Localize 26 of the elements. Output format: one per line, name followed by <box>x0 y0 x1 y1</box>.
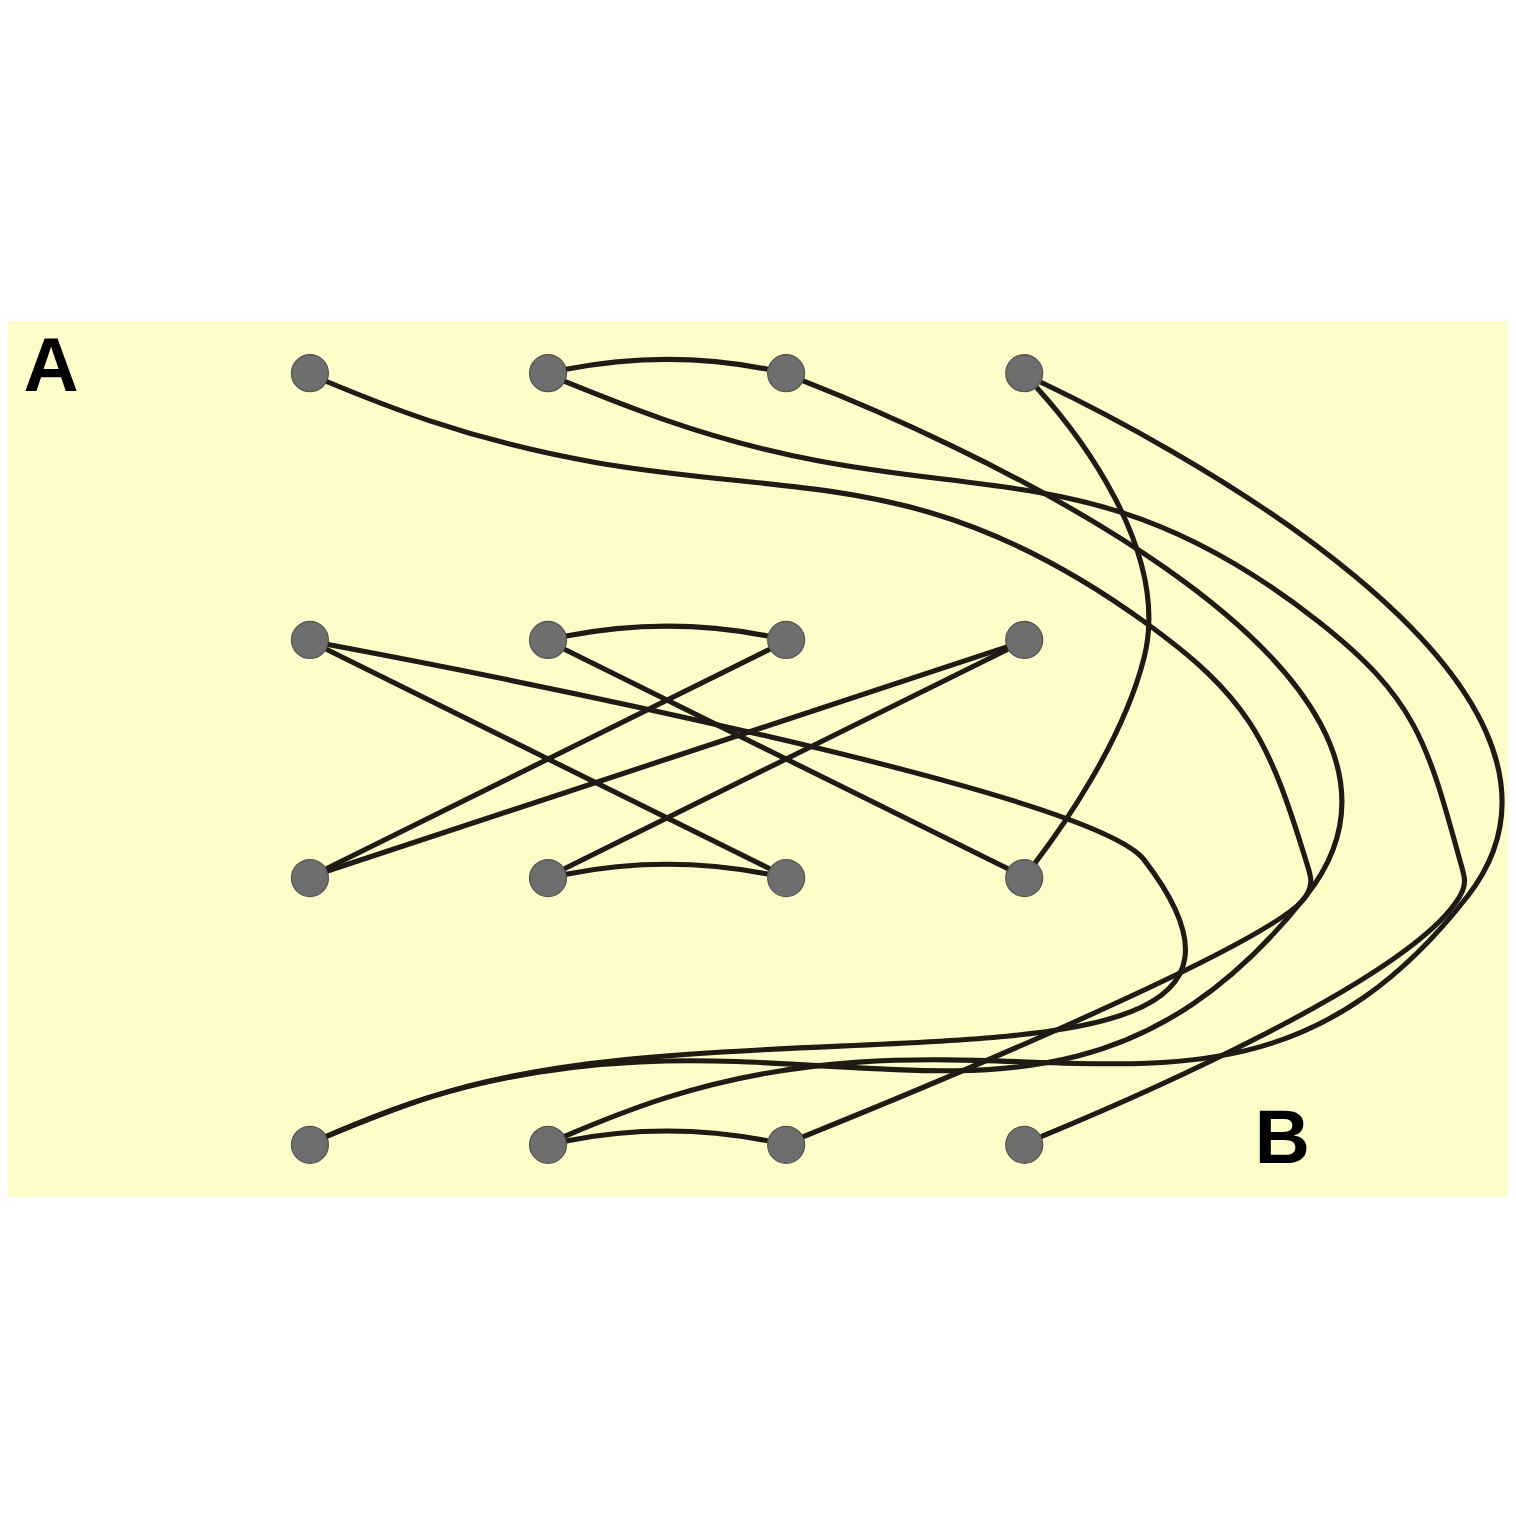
node-circle <box>290 1125 330 1164</box>
node-circle <box>1005 354 1044 393</box>
connector <box>326 644 1008 874</box>
node-circle <box>767 1125 806 1164</box>
node-circle <box>290 354 330 393</box>
node-circle <box>528 620 568 660</box>
node-circle <box>290 858 330 898</box>
connector <box>325 647 771 871</box>
node-circle <box>1005 1125 1044 1164</box>
connector <box>325 642 1187 1139</box>
node-circle <box>1005 858 1044 898</box>
node-circle <box>767 620 806 660</box>
connector <box>565 356 769 372</box>
node-circle <box>528 1125 568 1164</box>
connector <box>565 1128 769 1144</box>
node-circle <box>1005 620 1044 660</box>
connector <box>565 861 769 877</box>
connector <box>1033 385 1151 865</box>
connector <box>565 623 769 639</box>
node-circle <box>767 354 806 393</box>
node-label: A <box>23 322 79 408</box>
node-circle <box>767 858 806 898</box>
node-circle <box>528 858 568 898</box>
node-circle <box>290 620 330 660</box>
node-circle <box>528 354 568 393</box>
node-label: B <box>1254 1093 1310 1179</box>
